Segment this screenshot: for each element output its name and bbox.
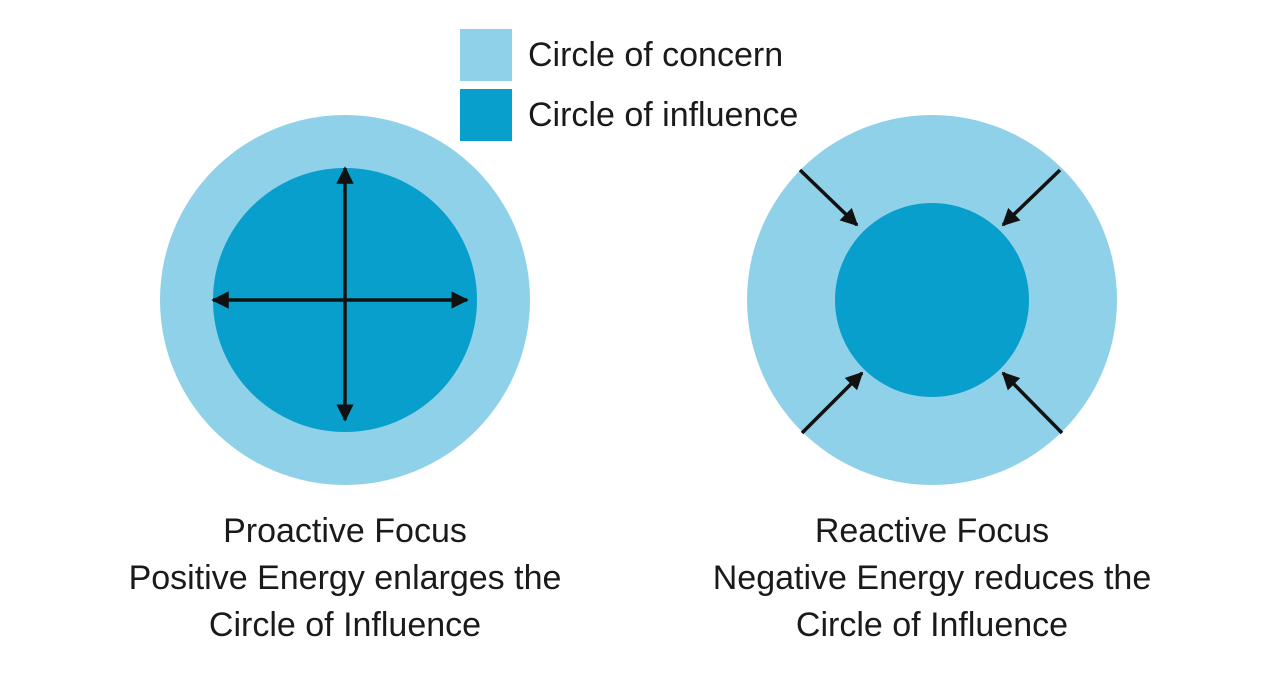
legend-label-influence: Circle of influence (528, 96, 799, 134)
influence-swatch (460, 89, 512, 141)
proactive-caption: Proactive Focus Positive Energy enlarges… (65, 508, 625, 649)
reactive-arrow-bottom-right (1001, 371, 1064, 435)
reactive-influence-circle (835, 203, 1029, 397)
reactive-caption-line3: Circle of Influence (795, 606, 1069, 644)
legend: Circle of concern Circle of influence (460, 28, 798, 148)
reactive-arrow-top-right (1001, 168, 1062, 227)
legend-item-influence: Circle of influence (460, 88, 798, 142)
proactive-diagram (160, 115, 530, 485)
legend-label-concern: Circle of concern (528, 36, 784, 74)
proactive-caption-line3: Circle of Influence (208, 606, 482, 644)
reactive-caption: Reactive Focus Negative Energy reduces t… (652, 508, 1212, 649)
reactive-caption-line2: Negative Energy reduces the (712, 559, 1152, 597)
reactive-arrow-top-left (798, 168, 859, 227)
proactive-caption-line2: Positive Energy enlarges the (128, 559, 562, 597)
concern-swatch (460, 29, 512, 81)
legend-item-concern: Circle of concern (460, 28, 798, 82)
proactive-caption-line1: Proactive Focus (223, 512, 467, 550)
reactive-diagram (747, 115, 1117, 485)
reactive-arrow-bottom-left (800, 371, 864, 435)
reactive-caption-line1: Reactive Focus (814, 512, 1050, 550)
